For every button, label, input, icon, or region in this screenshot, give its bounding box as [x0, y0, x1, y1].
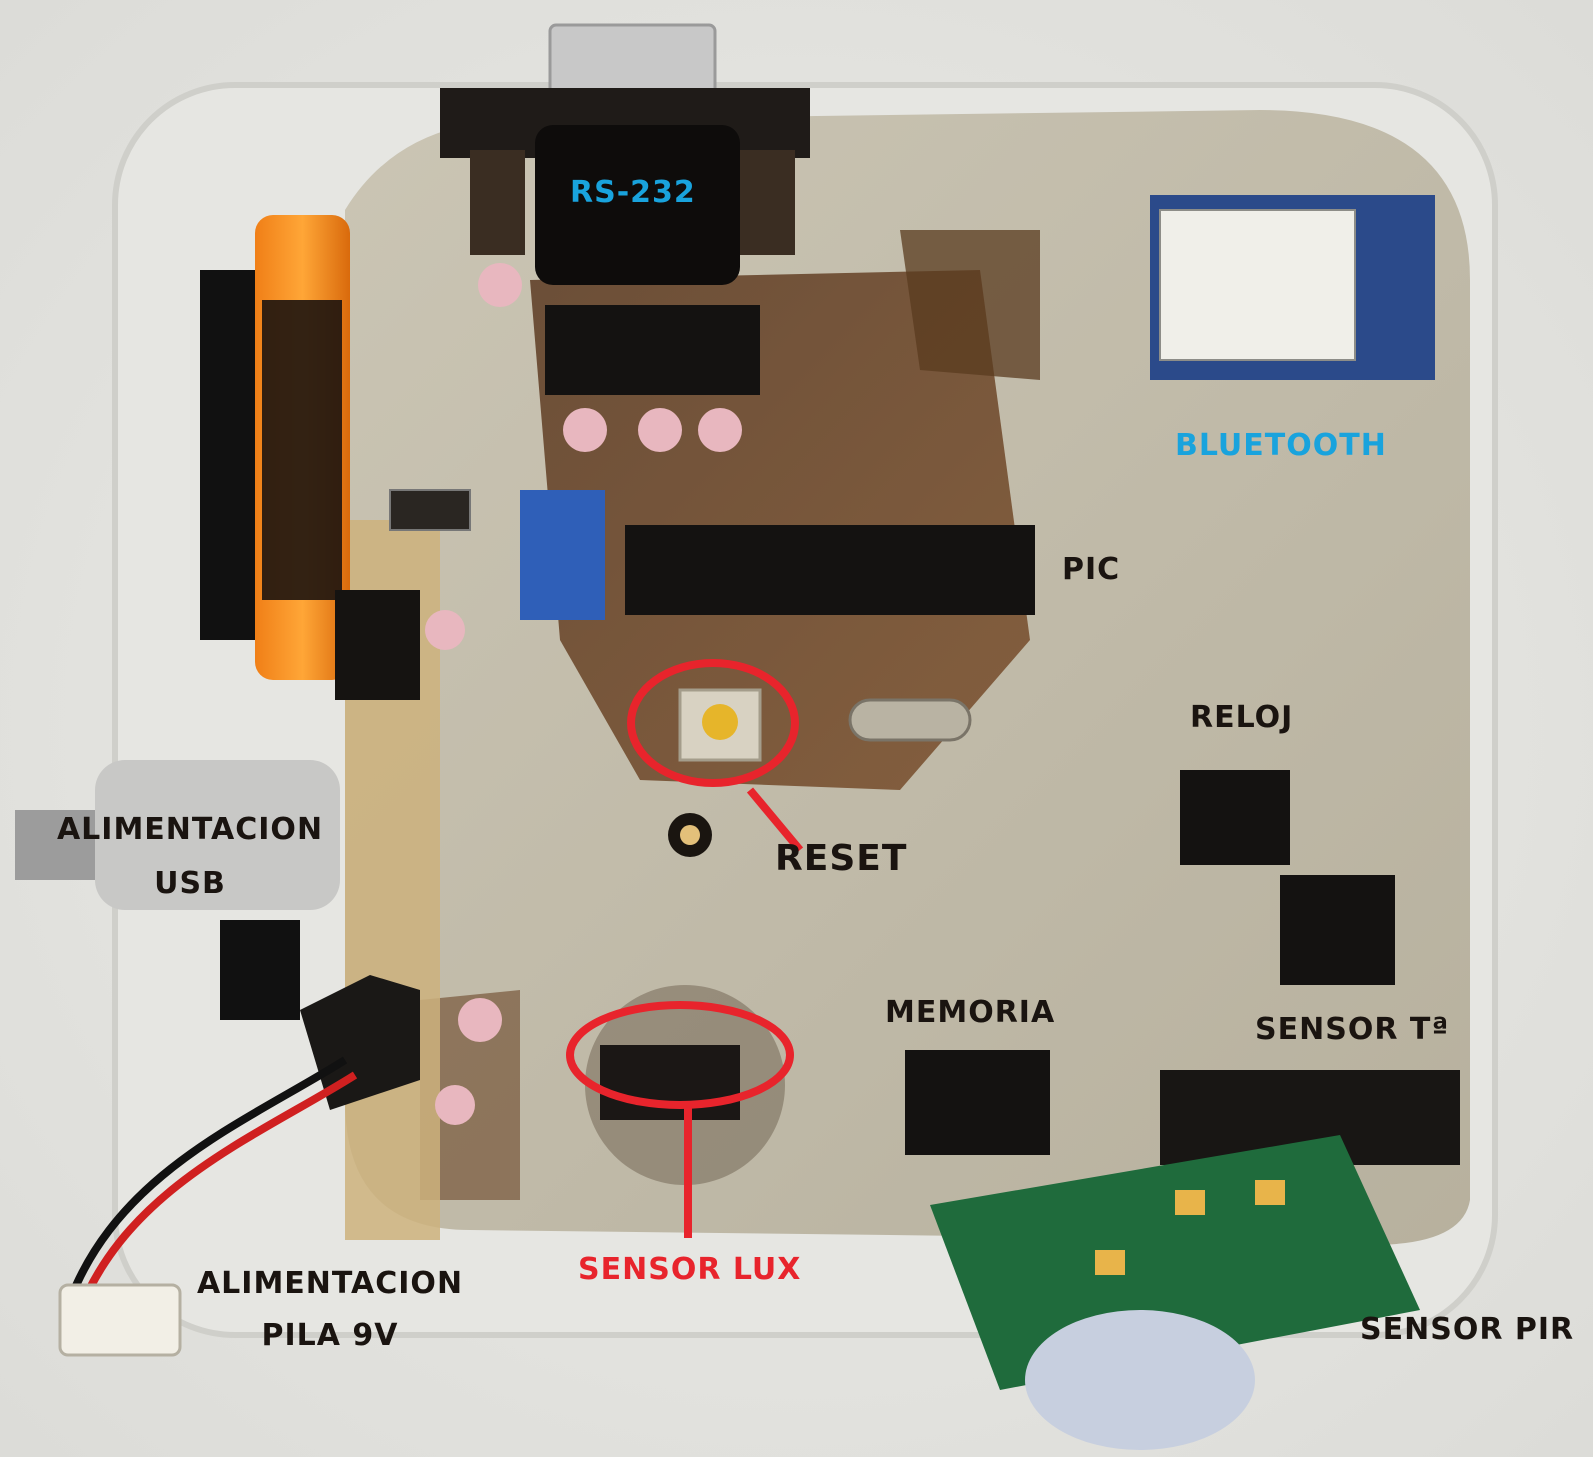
- label-alimentacion-usb-1: ALIMENTACION: [56, 812, 324, 847]
- usb-cable-block: [220, 920, 300, 1020]
- label-bluetooth: BLUETOOTH: [1175, 428, 1387, 463]
- pir-sensor-board: [930, 1135, 1420, 1390]
- label-reloj: RELOJ: [1190, 700, 1294, 735]
- label-alimentacion-usb-2: USB: [154, 866, 226, 901]
- capacitor: [435, 1085, 475, 1125]
- smd-component: [1255, 1180, 1285, 1205]
- blue-connector: [520, 490, 605, 620]
- label-alimentacion-pila-2: PILA 9V: [261, 1318, 399, 1353]
- label-pic: PIC: [1062, 552, 1121, 587]
- capacitor: [425, 610, 465, 650]
- label-rs232: RS-232: [570, 175, 696, 210]
- rs232-screw-right: [740, 150, 795, 255]
- pcb-area-top: [900, 230, 1040, 380]
- label-sensor-t: SENSOR Tª: [1255, 1012, 1450, 1047]
- battery-cable-red: [76, 1071, 358, 1312]
- buzzer-center: [680, 825, 700, 845]
- lux-highlight-circle: [566, 1001, 794, 1109]
- reloj-ic: [1180, 770, 1290, 865]
- usb-connector: [95, 760, 340, 910]
- pic-microcontroller: [625, 525, 1035, 615]
- capacitor: [458, 998, 502, 1042]
- label-sensor-pir: SENSOR PIR: [1360, 1312, 1575, 1347]
- reset-highlight-circle: [627, 659, 799, 787]
- rs232-connector: [535, 125, 740, 285]
- crystal-oscillator: [848, 698, 972, 742]
- label-memoria: MEMORIA: [885, 995, 1056, 1030]
- reset-button-cap: [702, 704, 738, 740]
- voltage-regulator: [335, 590, 420, 700]
- label-reset: RESET: [775, 838, 908, 879]
- battery-connector-plug: [58, 1283, 182, 1357]
- pir-dome: [1025, 1310, 1255, 1450]
- battery-cable-black: [66, 1056, 348, 1302]
- reset-pointer-line: [746, 787, 804, 853]
- memoria-ic: [905, 1050, 1050, 1155]
- label-sensor-lux: SENSOR LUX: [578, 1252, 802, 1287]
- rs232-screw-left: [470, 150, 525, 255]
- smd-component: [1095, 1250, 1125, 1275]
- power-switch: [389, 489, 471, 531]
- capacitor: [478, 263, 522, 307]
- voltage-regulator-2: [300, 975, 420, 1110]
- bluetooth-module: [1159, 209, 1356, 361]
- label-alimentacion-pila-1: ALIMENTACION: [196, 1266, 464, 1301]
- capacitor: [563, 408, 607, 452]
- capacitor: [638, 408, 682, 452]
- smd-component: [1175, 1190, 1205, 1215]
- battery-label: [262, 300, 342, 600]
- max232-ic: [545, 305, 760, 395]
- temperature-sensor-ic: [1280, 875, 1395, 985]
- capacitor: [698, 408, 742, 452]
